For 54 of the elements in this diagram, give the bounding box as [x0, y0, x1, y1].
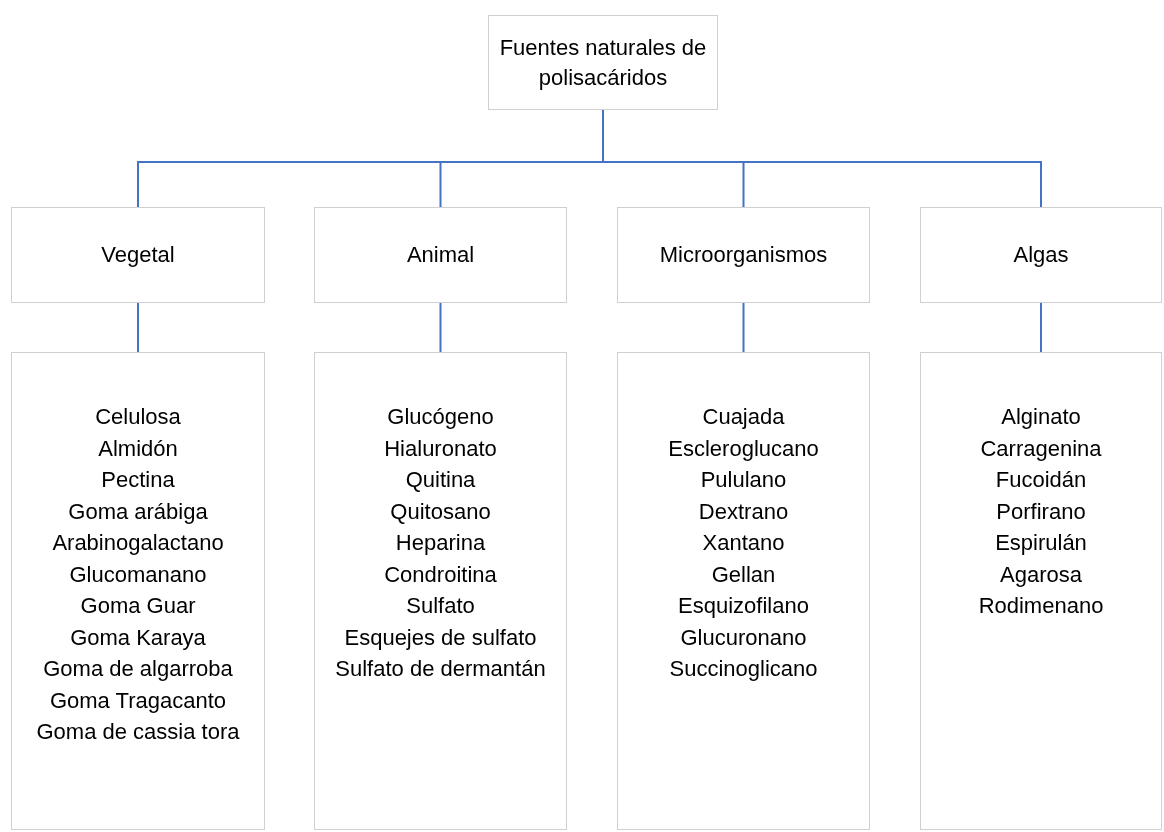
- category-box: [11, 207, 265, 303]
- connector-line: [742, 302, 745, 353]
- list-item: Goma de algarroba: [43, 655, 233, 683]
- connector-line: [439, 302, 442, 353]
- list-item: Xantano: [702, 529, 785, 557]
- list-item: Goma Karaya: [70, 623, 206, 652]
- list-box: [920, 352, 1162, 830]
- list-item: Glucomanano: [69, 560, 207, 589]
- list-item: Fucoidán: [995, 466, 1087, 494]
- category-box: [617, 207, 870, 303]
- list-item: Heparina: [395, 529, 486, 557]
- connector-line: [1040, 302, 1042, 353]
- list-item: Goma Guar: [80, 592, 196, 620]
- list-item: Pululano: [700, 466, 787, 494]
- list-box: [314, 352, 567, 830]
- list-item: Dextrano: [698, 497, 789, 526]
- list-item: Porfirano: [996, 497, 1086, 526]
- list-item: Sulfato de dermantán: [335, 655, 546, 683]
- list-item: Almidón: [98, 434, 178, 463]
- list-item: Celulosa: [95, 403, 181, 431]
- list-item: Esquejes de sulfato: [344, 623, 537, 652]
- list-item: Sulfato: [406, 592, 475, 620]
- list-item: Hialuronato: [384, 434, 497, 463]
- root-box: [488, 15, 718, 110]
- list-item: Goma arábiga: [68, 497, 208, 526]
- list-item: Agarosa: [1000, 560, 1082, 589]
- list-box: [11, 352, 265, 830]
- list-item: Glucuronano: [680, 623, 807, 652]
- node-label: Microorganismos: [659, 241, 828, 269]
- list-box: [617, 352, 870, 830]
- list-item: Quitosano: [390, 497, 491, 526]
- list-item: Cuajada: [702, 403, 785, 431]
- list-item: Arabinogalactano: [52, 529, 224, 557]
- list-item: Gellan: [711, 560, 776, 589]
- connector-line: [137, 302, 139, 353]
- list-item: Escleroglucano: [668, 434, 819, 463]
- list-item: Espirulán: [995, 529, 1087, 557]
- list-item: Succinoglicano: [669, 655, 818, 683]
- list-item: Pectina: [101, 466, 175, 494]
- node-label: Animal: [406, 241, 475, 269]
- list-item: Glucógeno: [387, 403, 494, 431]
- list-item: Alginato: [1001, 403, 1081, 431]
- category-box: [920, 207, 1162, 303]
- list-item: Quitina: [405, 466, 476, 494]
- category-box: [314, 207, 567, 303]
- list-item: Condroitina: [384, 560, 497, 589]
- node-label: Algas: [1013, 241, 1069, 269]
- node-label: Vegetal: [101, 241, 175, 269]
- node-label: Fuentes naturales de polisacáridos: [498, 33, 708, 92]
- list-item: Carragenina: [980, 434, 1102, 463]
- list-item: Esquizofilano: [678, 592, 809, 620]
- list-item: Rodimenano: [978, 592, 1104, 620]
- list-item: Goma de cassia tora: [36, 718, 240, 746]
- list-item: Goma Tragacanto: [49, 686, 227, 715]
